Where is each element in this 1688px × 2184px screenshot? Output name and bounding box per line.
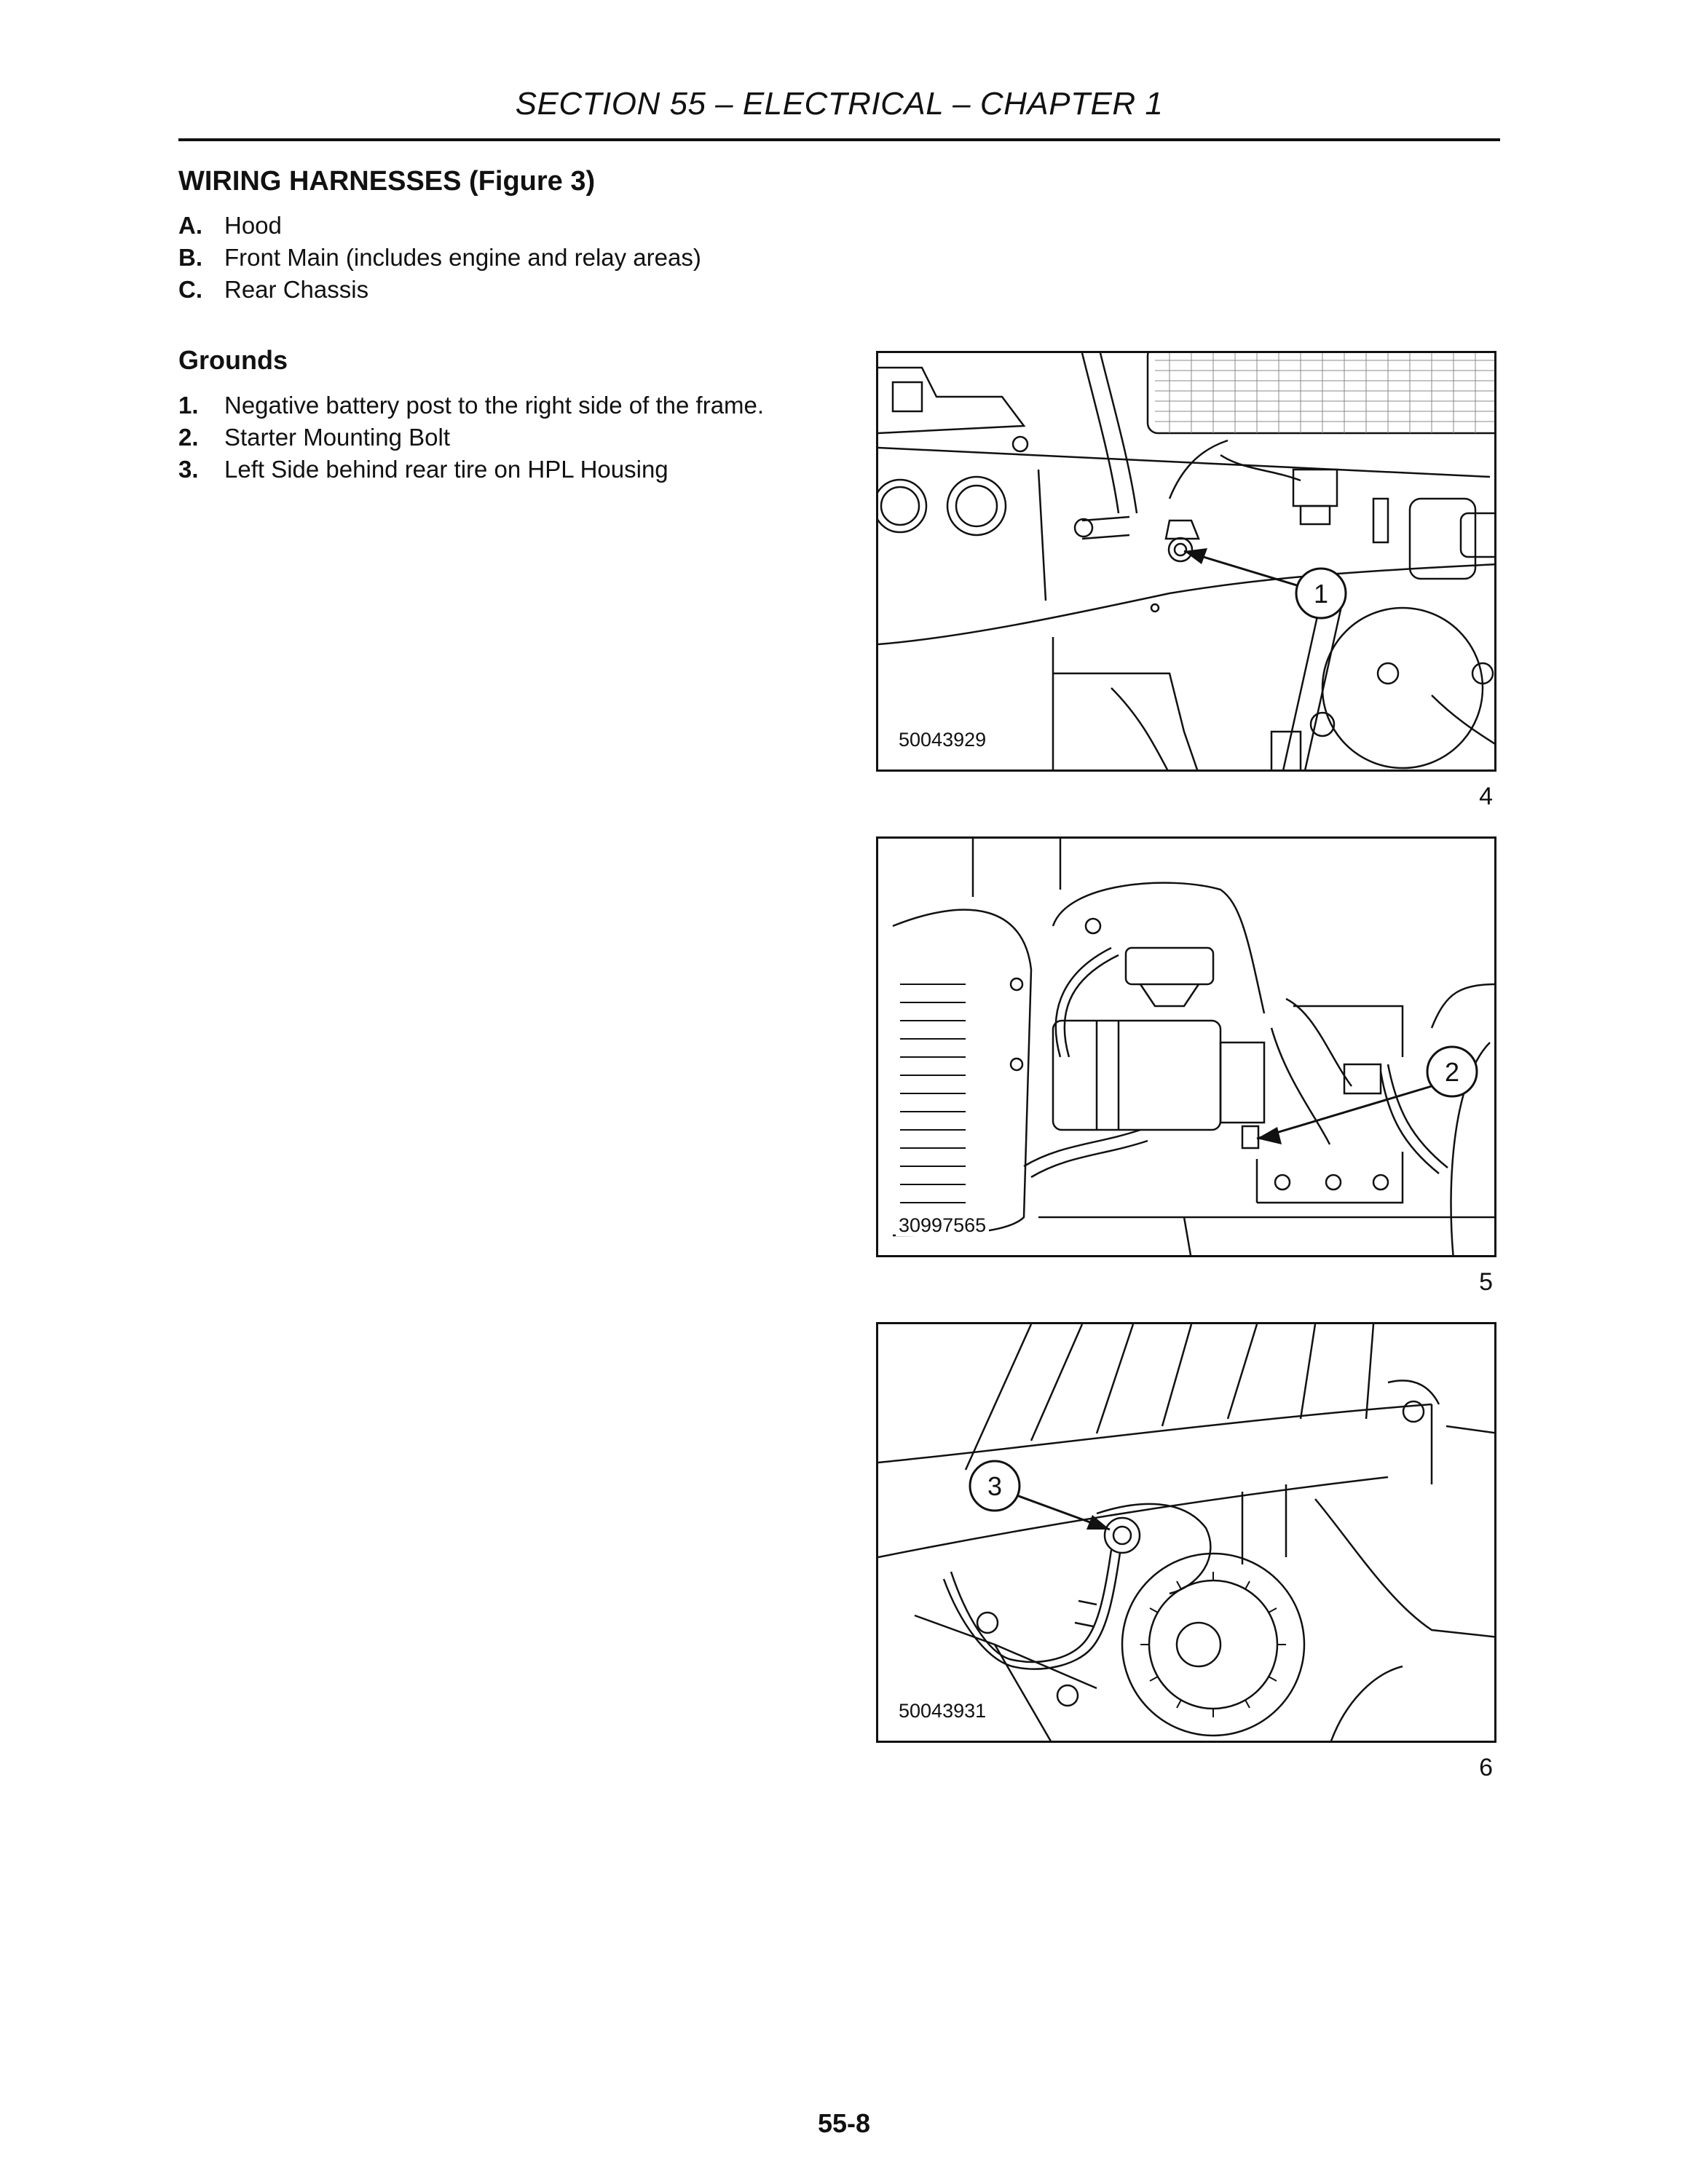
callout-circle (1295, 567, 1347, 620)
figure-starter-ground: 2 30997565 (876, 836, 1496, 1257)
callout-circle (1426, 1045, 1478, 1098)
list-item-text: Starter Mounting Bolt (224, 424, 450, 451)
callout-circle (969, 1460, 1021, 1512)
arrow-head-icon (1184, 548, 1207, 564)
grounds-heading: Grounds (178, 345, 288, 375)
list-item-text: Rear Chassis (224, 276, 369, 303)
list-item: 3. Left Side behind rear tire on HPL Hou… (178, 454, 834, 486)
page-number: 55-8 (817, 2108, 871, 2138)
list-item-label: 1. (178, 392, 199, 419)
list-item-text: Front Main (includes engine and relay ar… (224, 244, 701, 271)
list-item-text: Negative battery post to the right side … (224, 392, 765, 419)
starter-ground-illustration: 2 (892, 839, 1494, 1255)
battery-ground-illustration: 1 (878, 353, 1494, 769)
list-item-text: Left Side behind rear tire on HPL Housin… (224, 456, 669, 483)
list-item: B. Front Main (includes engine and relay… (178, 242, 834, 274)
list-item-label: A. (178, 212, 202, 239)
figure-number: 4 (1479, 783, 1493, 810)
figure-number: 6 (1479, 1754, 1493, 1781)
list-item: A. Hood (178, 210, 834, 242)
header-divider (178, 138, 1500, 141)
harness-list: A. Hood B. Front Main (includes engine a… (178, 210, 834, 306)
figure-code: 50043931 (896, 1700, 990, 1722)
list-item-label: B. (178, 244, 202, 271)
list-item-text: Hood (224, 212, 282, 239)
figure-code: 30997565 (896, 1214, 990, 1236)
arrow-head-icon (1086, 1515, 1110, 1530)
callout-arrow (1256, 1085, 1432, 1140)
figure-hpl-ground: 3 50043931 (876, 1322, 1496, 1743)
hpl-ground-illustration: 3 (878, 1324, 1494, 1741)
list-item-label: 2. (178, 424, 199, 451)
list-item: C. Rear Chassis (178, 274, 834, 306)
section-header: SECTION 55 – ELECTRICAL – CHAPTER 1 (515, 86, 1164, 122)
figure-battery-ground: 1 50043929 (876, 351, 1496, 772)
callout-number: 3 (987, 1471, 1002, 1501)
figure-number: 5 (1479, 1268, 1493, 1296)
grounds-list: 1. Negative battery post to the right si… (178, 389, 834, 486)
figure-code: 50043929 (896, 729, 990, 751)
list-item: 1. Negative battery post to the right si… (178, 389, 834, 422)
list-item-label: 3. (178, 456, 199, 483)
arrow-head-icon (1257, 1127, 1282, 1144)
list-item: 2. Starter Mounting Bolt (178, 422, 834, 454)
callout-number: 2 (1445, 1057, 1459, 1087)
callout-number: 1 (1314, 579, 1328, 609)
list-item-label: C. (178, 276, 202, 303)
harnesses-heading: WIRING HARNESSES (Figure 3) (178, 166, 596, 197)
